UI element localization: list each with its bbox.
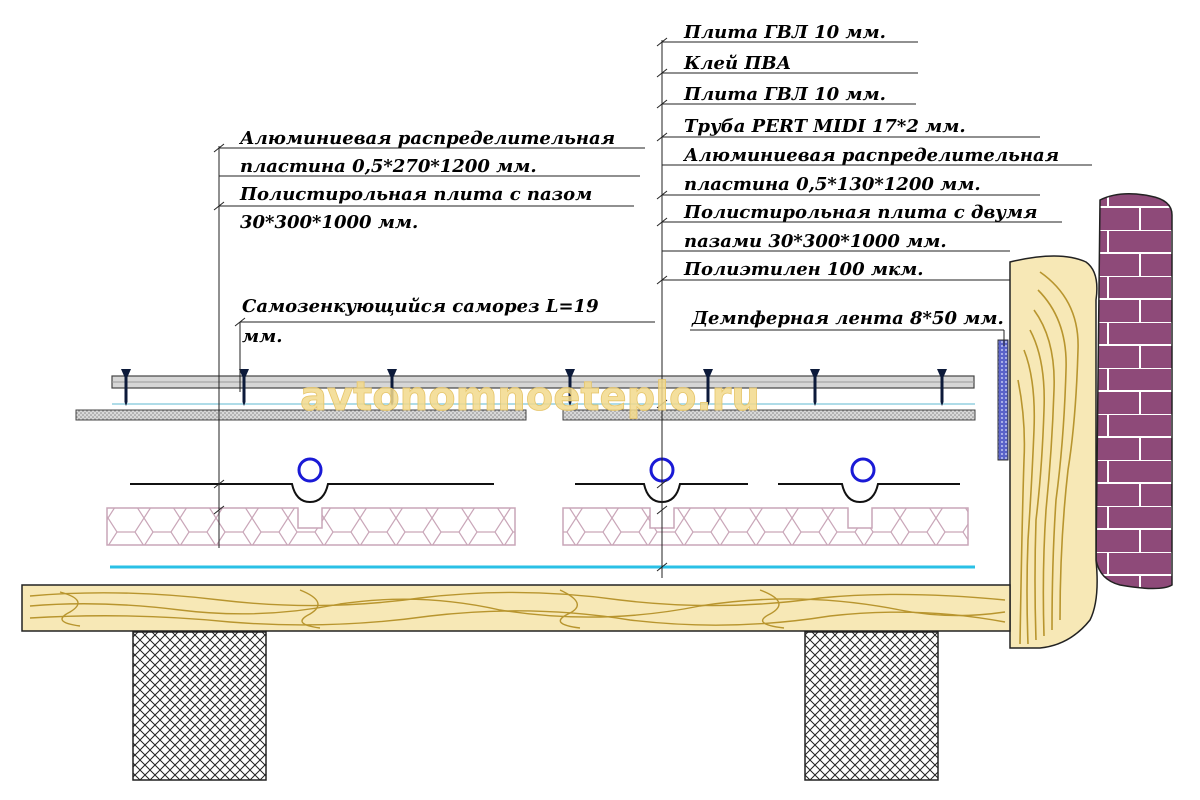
label-right-6: пластина 0,5*130*1200 мм.: [684, 174, 981, 195]
leader-ticks-left: [213, 143, 246, 515]
leader-ticks-right: [656, 37, 668, 572]
polystyrene-slab-right: [562, 507, 969, 546]
wall-log: [1009, 255, 1098, 649]
screw-icon: [565, 369, 575, 406]
gvl-board-lower-left: [75, 409, 527, 421]
screw-icon: [239, 369, 249, 406]
screw-icon: [121, 369, 131, 406]
screw-icon: [703, 369, 713, 406]
label-left-4: 30*300*1000 мм.: [240, 212, 418, 233]
screws: [121, 369, 947, 406]
brick-wall: [1095, 193, 1173, 590]
floor-board: [21, 584, 1011, 632]
label-right-8: пазами 30*300*1000 мм.: [684, 231, 947, 252]
polystyrene-slab-left: [106, 507, 516, 546]
label-right-2: Клей ПВА: [683, 53, 791, 74]
labels-right: Плита ГВЛ 10 мм. Клей ПВА Плита ГВЛ 10 м…: [682, 22, 1059, 280]
damper-tape: [997, 339, 1009, 461]
screw-icon: [810, 369, 820, 406]
screw-icon: [937, 369, 947, 406]
label-right-3: Плита ГВЛ 10 мм.: [683, 84, 886, 105]
label-left-3: Полистирольная плита с пазом: [239, 184, 592, 205]
label-damper: Демпферная лента 8*50 мм.: [691, 308, 1004, 329]
label-screw-2: мм.: [242, 326, 283, 347]
label-screw-1: Самозенкующийся саморез L=19: [242, 296, 599, 317]
label-right-1: Плита ГВЛ 10 мм.: [683, 22, 886, 43]
label-screw: Самозенкующийся саморез L=19 мм.: [242, 296, 599, 347]
label-right-4: Труба PERT MIDI 17*2 мм.: [684, 116, 966, 137]
watermark-text: avtonomnoeteplo.ru: [300, 374, 760, 420]
label-right-5: Алюминиевая распределительная: [682, 145, 1059, 166]
label-left-1: Алюминиевая распределительная: [238, 128, 615, 149]
label-right-9: Полиэтилен 100 мкм.: [683, 259, 924, 280]
joist-right: [804, 631, 939, 781]
label-left-2: пластина 0,5*270*1200 мм.: [240, 156, 537, 177]
leader-lines-right: [661, 40, 1092, 578]
pipe-1: [297, 457, 323, 483]
label-right-7: Полистирольная плита с двумя: [683, 202, 1037, 223]
aluminium-plates: [130, 483, 960, 504]
leader-lines-left: [218, 146, 655, 548]
screw-icon: [387, 369, 397, 406]
gvl-board-lower-right: [562, 409, 976, 421]
labels-left: Алюминиевая распределительная пластина 0…: [238, 128, 615, 233]
pipe-3: [850, 457, 876, 483]
joist-left: [132, 631, 267, 781]
